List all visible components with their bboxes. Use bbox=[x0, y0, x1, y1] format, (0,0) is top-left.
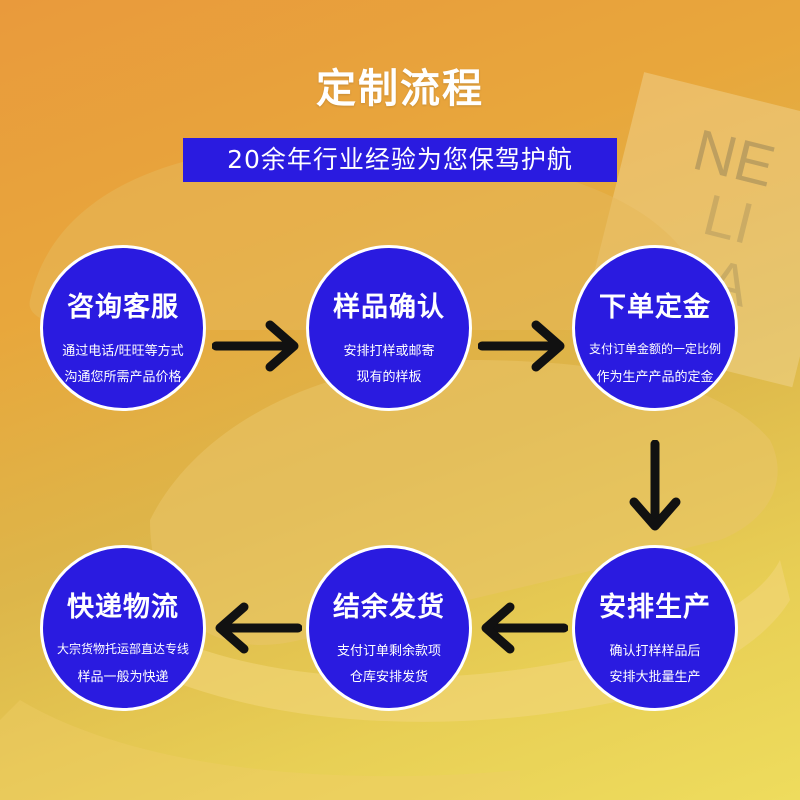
step-sample-confirm: 样品确认 安排打样或邮寄 现有的样板 bbox=[306, 245, 472, 411]
step-description: 现有的样板 bbox=[356, 370, 422, 385]
arrow-left-icon bbox=[481, 602, 568, 654]
step-description: 安排打样或邮寄 bbox=[343, 344, 435, 359]
subtitle-banner: 20余年行业经验为您保驾护航 bbox=[183, 138, 617, 182]
step-express-logistics: 快递物流 大宗货物托运部直达专线 样品一般为快递 bbox=[40, 545, 206, 711]
step-name: 安排生产 bbox=[599, 592, 711, 623]
step-name: 下单定金 bbox=[599, 292, 711, 323]
step-name: 咨询客服 bbox=[67, 292, 179, 323]
arrow-down-icon bbox=[629, 440, 681, 531]
step-arrange-production: 安排生产 确认打样样品后 安排大批量生产 bbox=[572, 545, 738, 711]
step-description: 沟通您所需产品价格 bbox=[64, 370, 182, 385]
arrow-right-icon bbox=[478, 320, 565, 372]
arrow-right-icon bbox=[212, 320, 299, 372]
step-description: 样品一般为快递 bbox=[77, 670, 169, 685]
arrow-left-icon bbox=[215, 602, 302, 654]
step-description: 安排大批量生产 bbox=[609, 670, 701, 685]
page-title: 定制流程 bbox=[316, 66, 484, 112]
step-description: 支付订单剩余款项 bbox=[336, 644, 441, 659]
step-order-deposit: 下单定金 支付订单金额的一定比例 作为生产产品的定金 bbox=[572, 245, 738, 411]
step-description: 支付订单金额的一定比例 bbox=[588, 342, 721, 356]
step-description: 作为生产产品的定金 bbox=[596, 370, 714, 385]
step-description: 确认打样样品后 bbox=[609, 644, 701, 659]
step-balance-shipping: 结余发货 支付订单剩余款项 仓库安排发货 bbox=[306, 545, 472, 711]
step-name: 快递物流 bbox=[67, 592, 179, 623]
step-name: 样品确认 bbox=[333, 292, 445, 323]
step-description: 仓库安排发货 bbox=[349, 670, 428, 685]
step-consult-service: 咨询客服 通过电话/旺旺等方式 沟通您所需产品价格 bbox=[40, 245, 206, 411]
step-description: 大宗货物托运部直达专线 bbox=[56, 642, 189, 656]
step-description: 通过电话/旺旺等方式 bbox=[62, 344, 184, 359]
step-name: 结余发货 bbox=[333, 592, 445, 623]
